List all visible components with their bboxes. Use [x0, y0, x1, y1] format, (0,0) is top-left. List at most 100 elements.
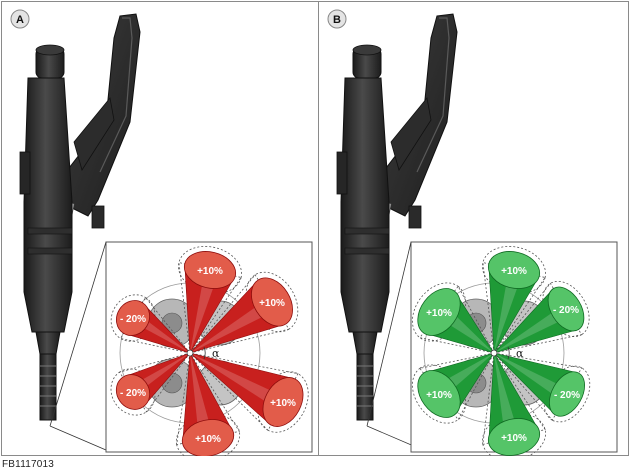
- spray-cone: +10%: [175, 351, 241, 456]
- panel-label: A: [10, 9, 30, 29]
- body-lug: [336, 151, 348, 195]
- spray-envelope-end: [110, 368, 156, 416]
- body-ring-2: [344, 247, 390, 255]
- nozzle-tip: [356, 353, 374, 421]
- injector-body: [340, 77, 390, 333]
- spray-label: +10%: [259, 298, 285, 309]
- nozzle-tip: [39, 353, 57, 421]
- spray-envelope-end: [412, 282, 466, 342]
- connector-cap: [352, 44, 382, 56]
- spray-label: +10%: [426, 390, 452, 401]
- spray-envelope-end: [542, 280, 590, 338]
- spray-envelope: [482, 261, 546, 355]
- spray-cone-end: [115, 374, 151, 410]
- spray-angle-arc: [203, 346, 206, 360]
- spray-envelope-end: [412, 364, 466, 424]
- spray-cone-end: [181, 419, 235, 456]
- spray-cone-end: [183, 251, 237, 289]
- spray-envelope-end: [175, 414, 241, 456]
- spray-cone: +10%: [482, 351, 546, 456]
- spray-highlight: [190, 353, 214, 440]
- panel-a: A+10%+10%- 20%- 20%+10%+10%α: [2, 2, 314, 456]
- panel-label-text: A: [16, 14, 24, 26]
- spray-cone-end: [417, 370, 461, 418]
- spray-highlight: [494, 304, 571, 353]
- body-ring-1: [344, 227, 390, 235]
- spray-label: +10%: [501, 433, 527, 444]
- spray-label: +10%: [501, 266, 527, 277]
- panel-label-text: B: [333, 14, 341, 26]
- bracket-tab: [408, 205, 422, 229]
- spray-highlight: [494, 353, 520, 440]
- spray-envelope: [492, 282, 583, 354]
- panel-divider: [318, 2, 319, 456]
- connector-cap: [35, 44, 65, 56]
- figure-frame: [1, 1, 629, 456]
- spray-cone: - 20%: [492, 280, 590, 354]
- spray-cone: +10%: [188, 352, 309, 433]
- spray-cone: +10%: [412, 282, 495, 354]
- spray-cone: +10%: [412, 352, 495, 424]
- spray-highlight: [190, 353, 286, 411]
- spray-label: - 20%: [554, 390, 580, 401]
- callout-line: [49, 420, 107, 451]
- spray-cone-end: [262, 377, 304, 427]
- spray-envelope: [419, 285, 495, 354]
- spray-highlight: [190, 297, 277, 353]
- bracket-web: [390, 97, 432, 171]
- spray-cone: - 20%: [110, 294, 192, 354]
- panel-label-circle: [10, 9, 30, 29]
- panel-label-circle: [327, 9, 347, 29]
- spray-cone-end: [549, 371, 585, 417]
- spray-envelope: [178, 261, 242, 355]
- bracket-web: [73, 97, 115, 171]
- spray-angle-symbol: α: [516, 347, 524, 360]
- spray-cone: - 20%: [492, 352, 591, 423]
- spray-envelope: [492, 352, 583, 421]
- spray-envelope-end: [110, 294, 156, 342]
- bracket-rib: [99, 17, 133, 173]
- figure-id: FB1117013: [2, 459, 55, 470]
- spray-highlight: [494, 353, 570, 402]
- spray-cone: +10%: [178, 246, 242, 355]
- spray-label: +10%: [197, 266, 223, 277]
- spray-cone-end: [251, 277, 293, 327]
- spray-envelope-end: [482, 246, 546, 294]
- injector: [336, 13, 458, 421]
- spray-envelope-end: [257, 371, 309, 433]
- callout-line-upper: [366, 241, 412, 427]
- spray-cone: +10%: [482, 246, 546, 355]
- spray-label: +10%: [426, 308, 452, 319]
- spray-origin: [490, 349, 498, 357]
- body-ring-1: [27, 227, 73, 235]
- spray-angle-arc: [507, 346, 510, 360]
- panel-b: B +10% - 20% +10% +10% - 20% +10% α: [319, 2, 631, 456]
- spray-origin: [186, 349, 194, 357]
- spray-cone-end: [417, 288, 461, 336]
- injector-body: [23, 77, 73, 333]
- spray-envelope-end: [245, 271, 299, 333]
- panel-b-drawing: B +10% - 20% +10% +10% - 20% +10% α: [327, 9, 618, 456]
- spray-envelope: [419, 352, 495, 421]
- spray-envelope-end: [178, 246, 242, 294]
- body-ring-2: [27, 247, 73, 255]
- spray-cone-end: [487, 251, 541, 289]
- bracket-rib: [416, 17, 450, 173]
- spray-label: - 20%: [553, 305, 579, 316]
- spray-cone: +10%: [188, 271, 299, 354]
- panel-label: B: [327, 9, 347, 29]
- spray-cone-end: [487, 418, 541, 456]
- spray-label: +10%: [270, 398, 296, 409]
- injector: [19, 13, 141, 421]
- spray-cone: - 20%: [110, 352, 192, 416]
- bracket-tab: [91, 205, 105, 229]
- spray-label: - 20%: [120, 388, 146, 399]
- body-lug: [19, 151, 31, 195]
- spray-cone-end: [116, 300, 150, 336]
- nozzle-neck: [35, 331, 61, 355]
- spray-angle-symbol: α: [212, 347, 220, 360]
- nozzle-neck: [352, 331, 378, 355]
- spray-highlight: [190, 268, 219, 353]
- spray-envelope-end: [482, 413, 546, 456]
- spray-label: - 20%: [120, 314, 146, 325]
